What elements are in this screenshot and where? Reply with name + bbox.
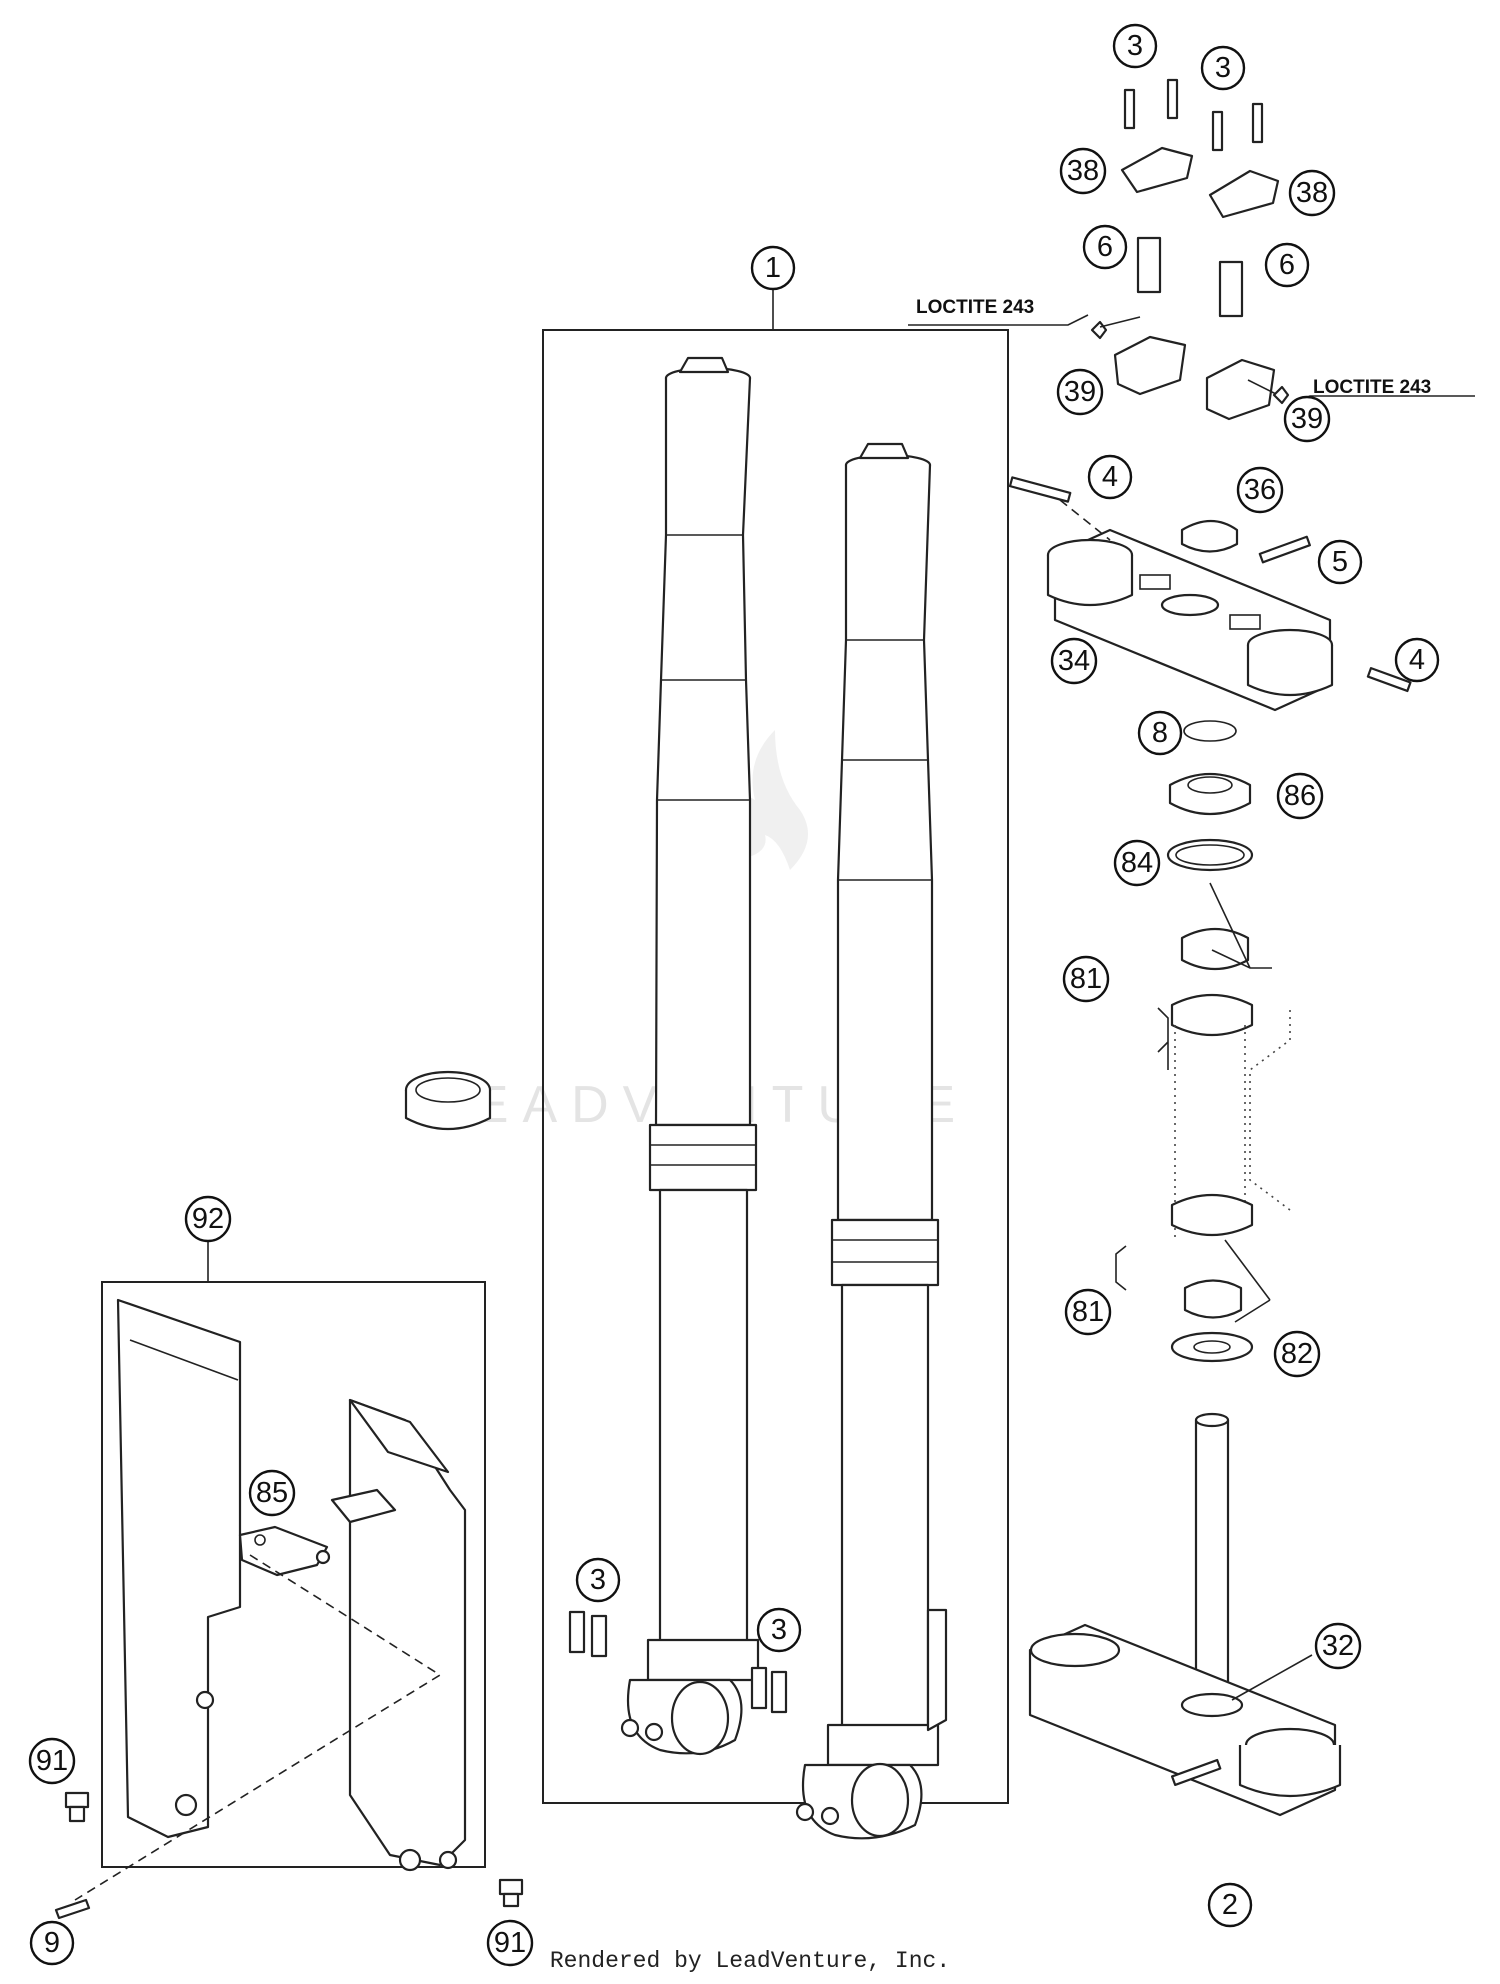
svg-text:38: 38 [1067,155,1099,187]
svg-text:4: 4 [1409,644,1425,676]
svg-text:5: 5 [1332,546,1348,578]
callout-4: 4 [1087,454,1133,500]
svg-text:6: 6 [1279,249,1295,281]
callout-9: 9 [29,1920,75,1966]
callout-6: 6 [1082,224,1128,270]
callout-91: 91 [28,1737,76,1785]
steering-bearing-stack [1115,720,1291,1363]
callout-34: 34 [1050,637,1098,685]
callout-3: 3 [575,1557,621,1603]
loctite-label-right: LOCTITE 243 [1313,377,1431,398]
svg-text:1: 1 [765,252,781,284]
callout-3: 3 [756,1607,802,1653]
callout-39: 39 [1056,368,1104,416]
svg-text:92: 92 [192,1203,224,1235]
render-credit: Rendered by LeadVenture, Inc. [549,1948,951,1974]
svg-text:84: 84 [1121,847,1153,879]
fork-assembly-frame [542,329,1009,1804]
leader-lines [1209,882,1313,1701]
bolts-fork-bottom [568,1610,788,1714]
right-fork-guard [330,1398,467,1872]
svg-text:3: 3 [590,1564,606,1596]
callout-86: 86 [1276,772,1324,820]
callout-38: 38 [1059,147,1107,195]
callout-84: 84 [1113,839,1161,887]
svg-text:34: 34 [1058,645,1090,677]
callout-82: 82 [1273,1330,1321,1378]
callout-38: 38 [1288,169,1336,217]
svg-text:32: 32 [1322,1630,1354,1662]
svg-text:8: 8 [1152,717,1168,749]
svg-text:91: 91 [494,1927,526,1959]
callout-92: 92 [184,1195,232,1243]
upper-triple-clamp [1008,476,1412,712]
svg-text:38: 38 [1296,177,1328,209]
callout-6: 6 [1264,242,1310,288]
bolts-guard [54,1791,524,1920]
callout-8: 8 [1137,710,1183,756]
svg-text:85: 85 [256,1477,288,1509]
lower-triple-clamp [1028,1412,1342,1817]
svg-text:3: 3 [771,1614,787,1646]
fork-guard-frame [101,1281,486,1868]
callout-4: 4 [1394,637,1440,683]
callout-3: 3 [1200,45,1246,91]
callout-1: 1 [750,245,796,291]
callout-2: 2 [1207,1882,1253,1928]
svg-text:3: 3 [1215,52,1231,84]
svg-text:2: 2 [1222,1889,1238,1921]
svg-text:81: 81 [1072,1296,1104,1328]
handlebar-clamp-assembly [908,78,1475,421]
svg-text:9: 9 [44,1927,60,1959]
right-fork-leg [795,442,948,1840]
callout-3: 3 [1112,23,1158,69]
callout-85: 85 [248,1469,296,1517]
svg-text:36: 36 [1244,474,1276,506]
svg-text:91: 91 [36,1745,68,1777]
svg-text:4: 4 [1102,461,1118,493]
left-fork-guard [116,1298,242,1839]
loctite-label-left: LOCTITE 243 [916,297,1034,318]
clamp-ring-part [404,1070,492,1131]
callout-5: 5 [1317,539,1363,585]
svg-text:39: 39 [1291,403,1323,435]
callout-81: 81 [1064,1288,1112,1336]
svg-text:82: 82 [1281,1338,1313,1370]
bracket-85 [238,1525,331,1577]
callout-91: 91 [486,1919,534,1967]
svg-text:3: 3 [1127,30,1143,62]
callout-32: 32 [1314,1622,1362,1670]
svg-text:86: 86 [1284,780,1316,812]
svg-text:39: 39 [1064,376,1096,408]
svg-text:6: 6 [1097,231,1113,263]
callout-36: 36 [1236,466,1284,514]
callout-81: 81 [1062,955,1110,1003]
callout-39: 39 [1283,395,1331,443]
left-fork-leg [620,356,760,1756]
svg-text:81: 81 [1070,963,1102,995]
